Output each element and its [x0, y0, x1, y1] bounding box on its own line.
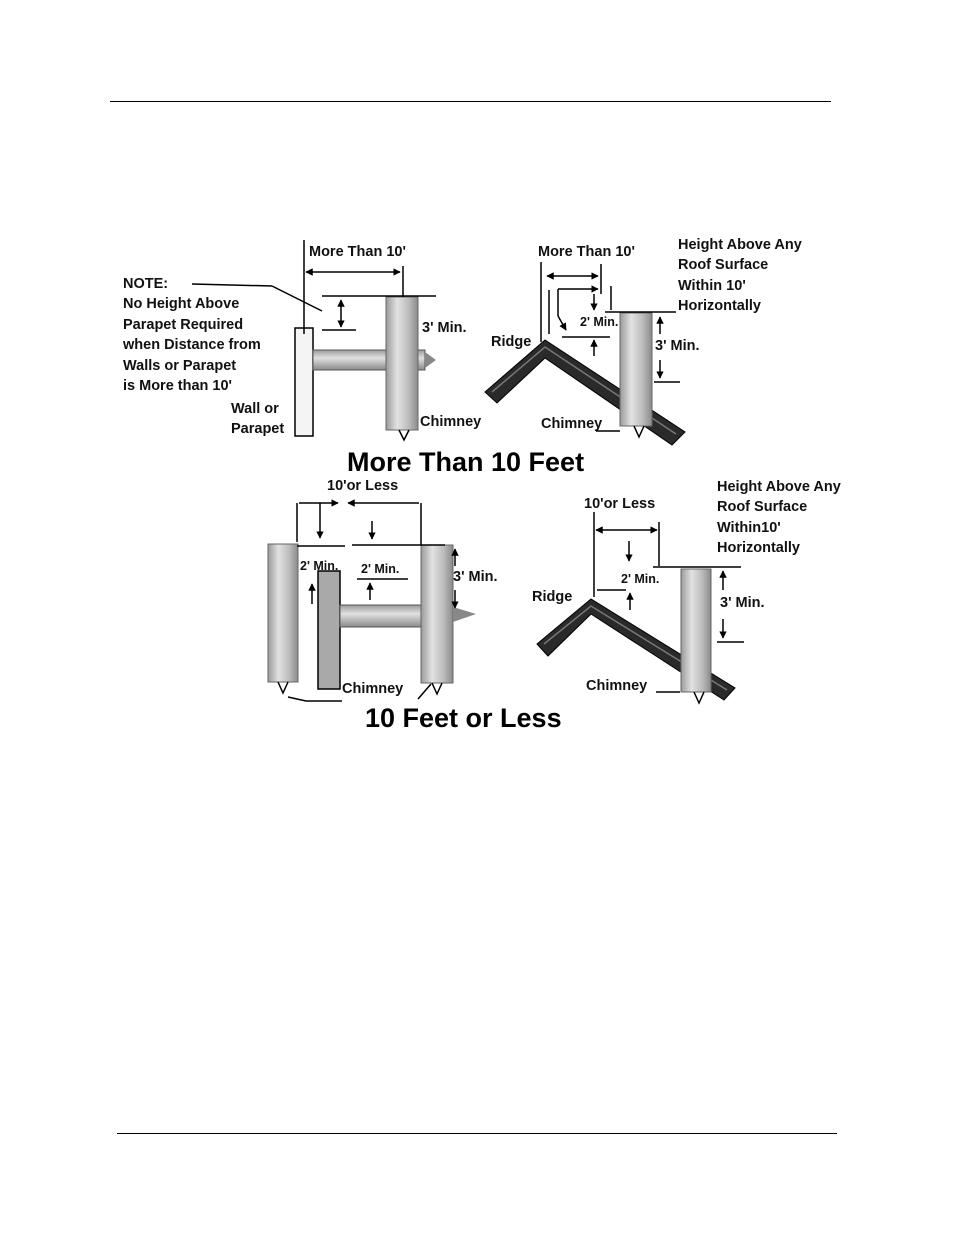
ridge-label: Ridge	[532, 589, 572, 605]
footer-rule	[117, 1133, 837, 1134]
panel-wall-more-than: More Than 10' NOTE: No Height Above Para…	[122, 240, 481, 442]
wall-parapet	[317, 570, 341, 690]
height-note-3: Within 10'	[678, 278, 746, 294]
height-note-4: Horizontally	[717, 540, 800, 556]
three-min-label: 3' Min.	[720, 595, 765, 611]
note-line-1: No Height Above	[123, 296, 239, 312]
height-note-1: Height Above Any	[717, 479, 841, 495]
height-note-1: Height Above Any	[678, 237, 802, 253]
flue-tip	[425, 352, 436, 368]
chimney-label: Chimney	[541, 416, 602, 432]
chimney-pipe	[680, 568, 712, 693]
dim-label-more-than-wall: More Than 10'	[309, 244, 406, 260]
note-line-5: is More than 10'	[123, 378, 232, 394]
wall-pipe	[267, 543, 299, 683]
panel-wall-10-or-less: 10'or Less 2' Min. 2' Min. 3' Min. Chimn…	[267, 478, 498, 702]
note-leader	[191, 283, 273, 287]
chimney-pipe	[385, 296, 419, 431]
dim-label-more-than-ridge: More Than 10'	[538, 244, 635, 260]
wall-parapet	[294, 327, 314, 437]
three-min-label: 3' Min.	[655, 338, 700, 354]
break-mark	[398, 429, 410, 442]
height-note-2: Roof Surface	[678, 257, 768, 273]
note-line-4: Walls or Parapet	[123, 358, 236, 374]
panel-ridge-more-than: More Than 10' Height Above Any Roof Surf…	[484, 237, 802, 446]
chimney-label: Chimney	[420, 414, 481, 430]
chimney-label: Chimney	[586, 678, 647, 694]
two-min-label-wall: 2' Min.	[300, 559, 338, 573]
dim-label-10-or-less-ridge: 10'or Less	[584, 496, 655, 512]
note-line-2: Parapet Required	[123, 317, 243, 333]
height-note-3: Within10'	[717, 520, 781, 536]
dim-label-10-or-less-wall: 10'or Less	[327, 478, 398, 494]
chimney-label: Chimney	[342, 681, 403, 697]
title-10-feet-or-less: 10 Feet or Less	[365, 703, 562, 733]
three-min-label: 3' Min.	[422, 320, 467, 336]
header-rule	[110, 101, 831, 102]
break-mark	[633, 425, 645, 439]
two-min-label-flue: 2' Min.	[361, 562, 399, 576]
chimney-pipe	[420, 544, 454, 684]
height-note-2: Roof Surface	[717, 499, 807, 515]
chimney-pipe	[619, 312, 653, 427]
wall-label-1: Wall or	[231, 401, 279, 417]
panel-ridge-10-or-less: 10'or Less Height Above Any Roof Surface…	[532, 479, 841, 705]
two-min-label: 2' Min.	[580, 315, 618, 329]
title-more-than-10-feet: More Than 10 Feet	[347, 447, 584, 477]
note-line-3: when Distance from	[122, 337, 261, 353]
wall-label-2: Parapet	[231, 421, 284, 437]
two-min-label: 2' Min.	[621, 572, 659, 586]
three-min-label: 3' Min.	[453, 569, 498, 585]
horizontal-flue	[339, 604, 423, 628]
height-note-4: Horizontally	[678, 298, 761, 314]
ridge-label: Ridge	[491, 334, 531, 350]
note-head: NOTE:	[123, 276, 168, 292]
